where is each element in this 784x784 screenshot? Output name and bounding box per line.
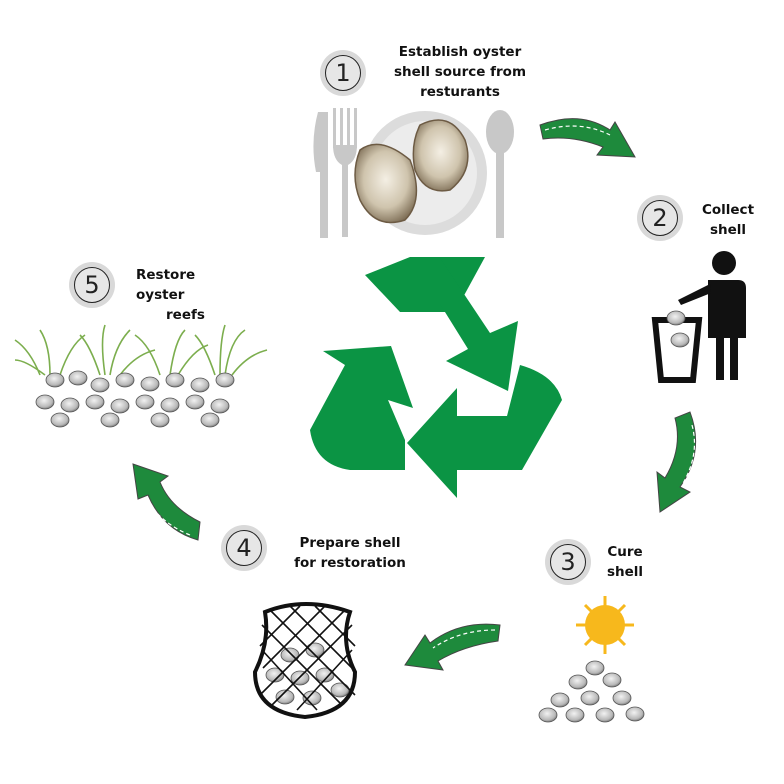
step-number: 1 (325, 55, 361, 91)
label-line: Establish oyster (398, 44, 522, 60)
oyster-reef-with-grass-icon (14, 324, 268, 428)
step-2-badge: 2 (637, 195, 683, 241)
label-line: Restore oyster (136, 267, 196, 303)
step-5-badge: 5 (69, 262, 115, 308)
step-4-badge: 4 (221, 525, 267, 571)
label-line: shell source from (393, 64, 527, 80)
label-line: for restoration (294, 555, 406, 571)
label-line: Cure (607, 544, 643, 560)
step-number: 3 (550, 544, 586, 580)
step-number: 4 (226, 530, 262, 566)
label-line: resturants (420, 84, 500, 100)
recycle-icon (310, 257, 562, 498)
label-line: Prepare shell (299, 535, 401, 551)
step-4-label: Prepare shell for restoration (290, 533, 410, 573)
label-line: reefs (166, 307, 205, 323)
step-number: 5 (74, 267, 110, 303)
step-3-badge: 3 (545, 539, 591, 585)
label-line: shell (709, 222, 747, 238)
step-1-badge: 1 (320, 50, 366, 96)
step-2-label: Collect shell (696, 200, 760, 240)
mesh-bag-of-shells-icon (252, 602, 358, 720)
step-3-label: Cure shell (600, 542, 650, 582)
person-with-trash-bin-icon (651, 251, 746, 383)
plate-with-oysters-and-cutlery-icon (313, 108, 514, 238)
label-line: shell (606, 564, 644, 580)
step-number: 2 (642, 200, 678, 236)
step-1-label: Establish oyster shell source from restu… (390, 42, 530, 102)
label-line: Collect (701, 202, 755, 218)
sun-over-shell-pile-icon (538, 596, 645, 723)
step-5-label: Restore oyster reefs (136, 265, 246, 325)
curved-arrow-icon (132, 118, 697, 671)
